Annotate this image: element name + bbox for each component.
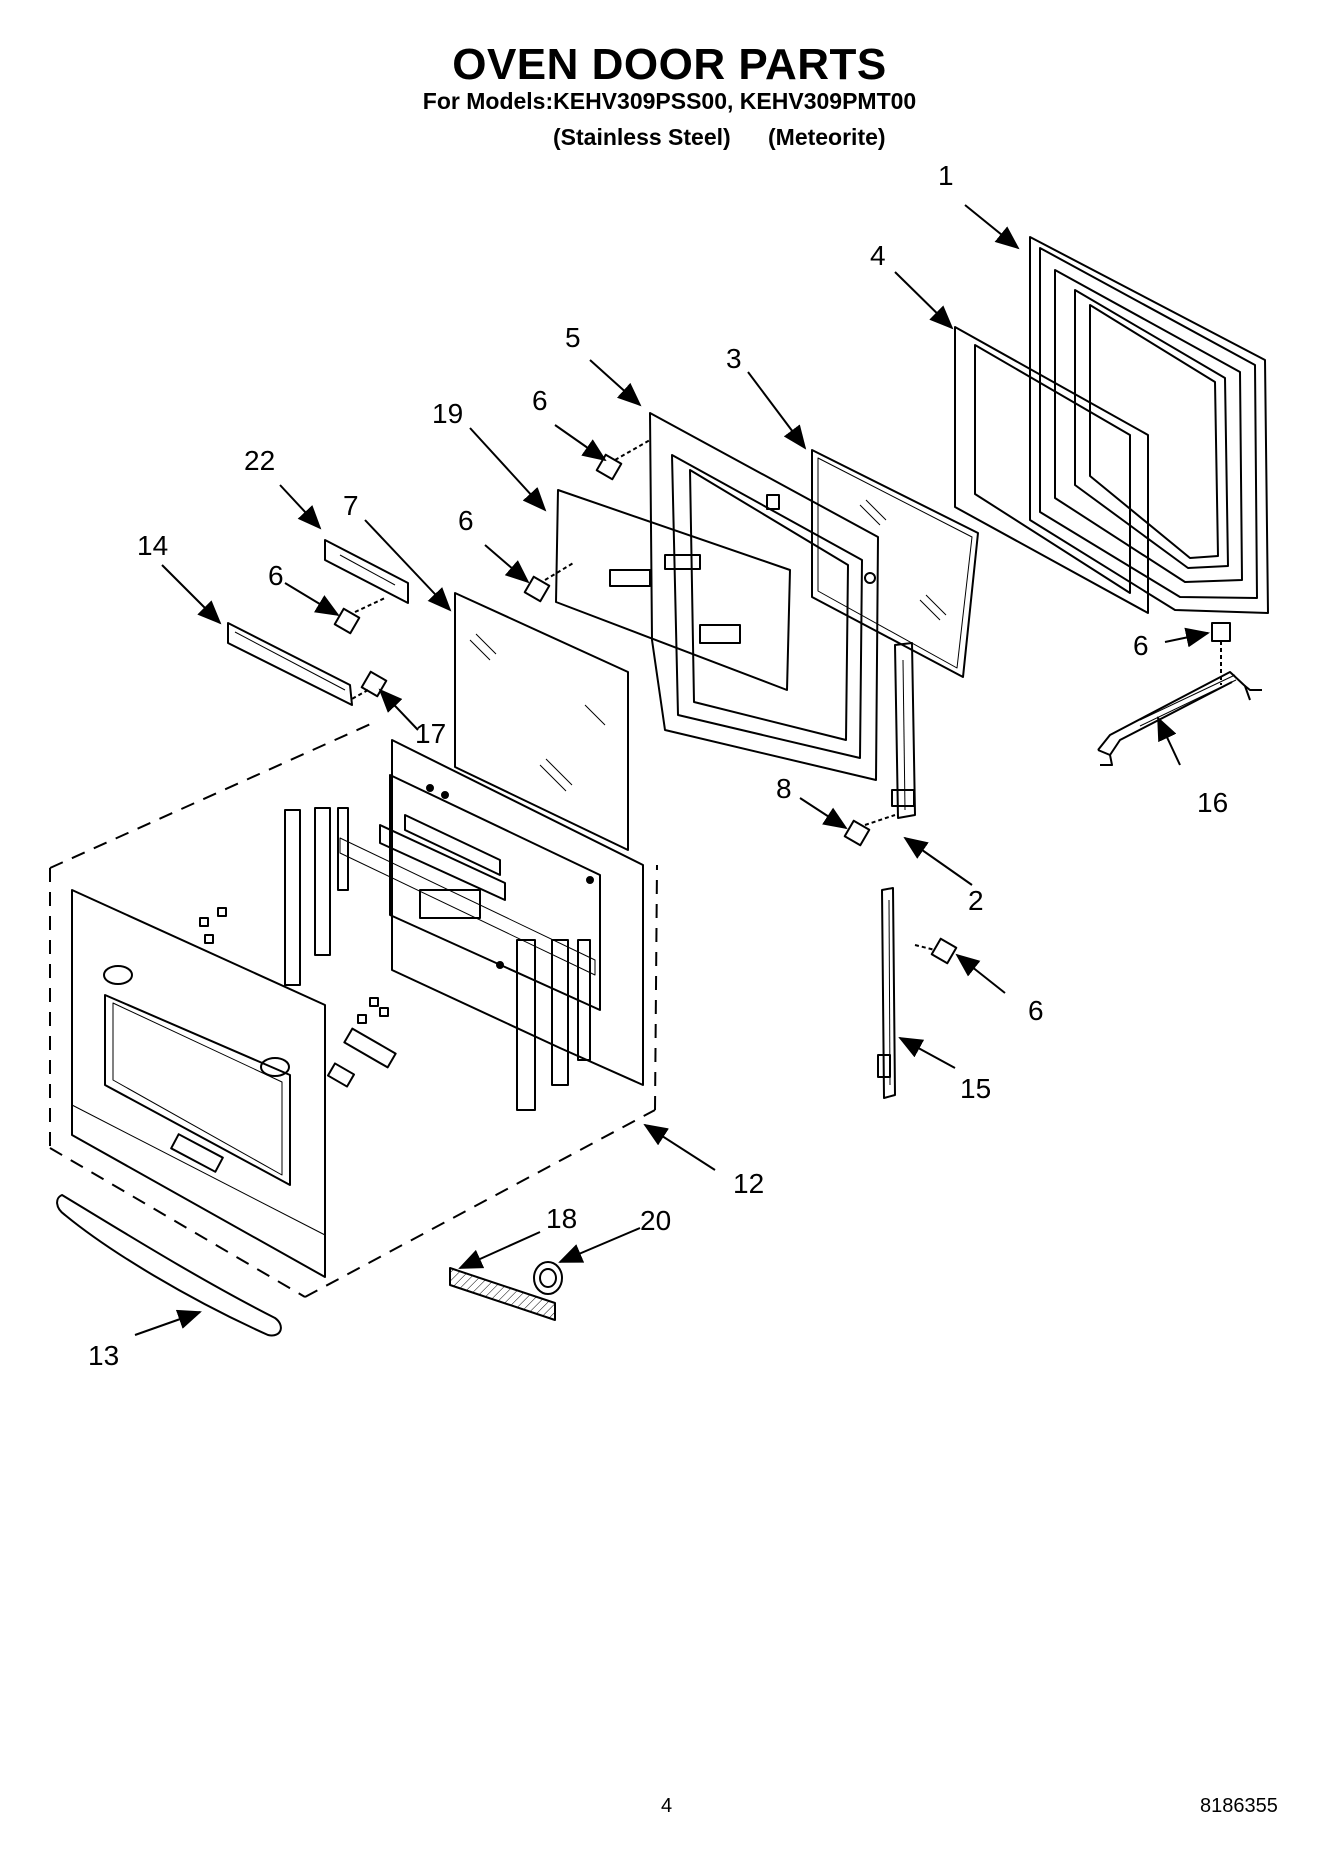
callout-14: 14 <box>137 530 168 561</box>
callout-18: 18 <box>546 1203 577 1234</box>
document-number: 8186355 <box>1200 1795 1278 1817</box>
callout-3: 3 <box>726 343 742 374</box>
part-18-badge <box>449 1267 556 1321</box>
part-7-door-glass <box>454 592 629 851</box>
variant-stainless-steel: (Stainless Steel) <box>553 124 731 150</box>
screw-6-c <box>333 597 386 635</box>
callout-15: 15 <box>960 1073 991 1104</box>
models-line: For Models:KEHV309PSS00, KEHV309PMT00 <box>422 88 917 114</box>
part-19-insulation-shield <box>555 489 791 691</box>
part-16-bracket <box>1097 671 1262 766</box>
callout-8: 8 <box>776 773 792 804</box>
screw-17 <box>349 670 388 701</box>
screw-6-d <box>1211 622 1231 685</box>
callout-7: 7 <box>343 490 359 521</box>
part-2-hinge <box>891 642 916 819</box>
leader-lines <box>134 204 1210 1336</box>
callout-6-a: 6 <box>532 385 548 416</box>
variant-meteorite: (Meteorite) <box>768 124 886 150</box>
callout-17: 17 <box>415 718 446 749</box>
callout-20: 20 <box>640 1205 671 1236</box>
part-14-strip <box>227 622 353 706</box>
part-20-knob <box>533 1261 563 1295</box>
callout-labels: 1 2 3 4 5 6 6 6 6 6 7 8 12 13 14 15 16 1… <box>88 160 1228 1371</box>
callout-6-d: 6 <box>1133 630 1149 661</box>
callout-12: 12 <box>733 1168 764 1199</box>
part-4-door-liner-frame <box>954 326 1149 614</box>
part-15-hinge-receiver <box>877 887 896 1099</box>
screw-8 <box>843 814 896 847</box>
page-title: OVEN DOOR PARTS <box>452 40 887 89</box>
part-3-glass-panel <box>811 449 979 678</box>
callout-22: 22 <box>244 445 275 476</box>
part-5-inner-door-frame <box>649 412 879 781</box>
callout-13: 13 <box>88 1340 119 1371</box>
part-22-bracket <box>324 539 409 604</box>
screw-6-b <box>523 561 576 603</box>
part-12-door-assembly <box>49 721 658 1298</box>
page-number: 4 <box>661 1795 673 1817</box>
callout-6-c: 6 <box>268 560 284 591</box>
callout-2: 2 <box>968 885 984 916</box>
callout-1: 1 <box>938 160 954 191</box>
part-13-handle <box>56 1194 282 1337</box>
callout-19: 19 <box>432 398 463 429</box>
callout-4: 4 <box>870 240 886 271</box>
callout-6-b: 6 <box>458 505 474 536</box>
screw-6-a <box>595 439 651 481</box>
part-1-outer-door-frame <box>1029 236 1269 614</box>
callout-16: 16 <box>1197 787 1228 818</box>
screw-6-e <box>914 937 958 965</box>
callout-5: 5 <box>565 322 581 353</box>
callout-6-e: 6 <box>1028 995 1044 1026</box>
